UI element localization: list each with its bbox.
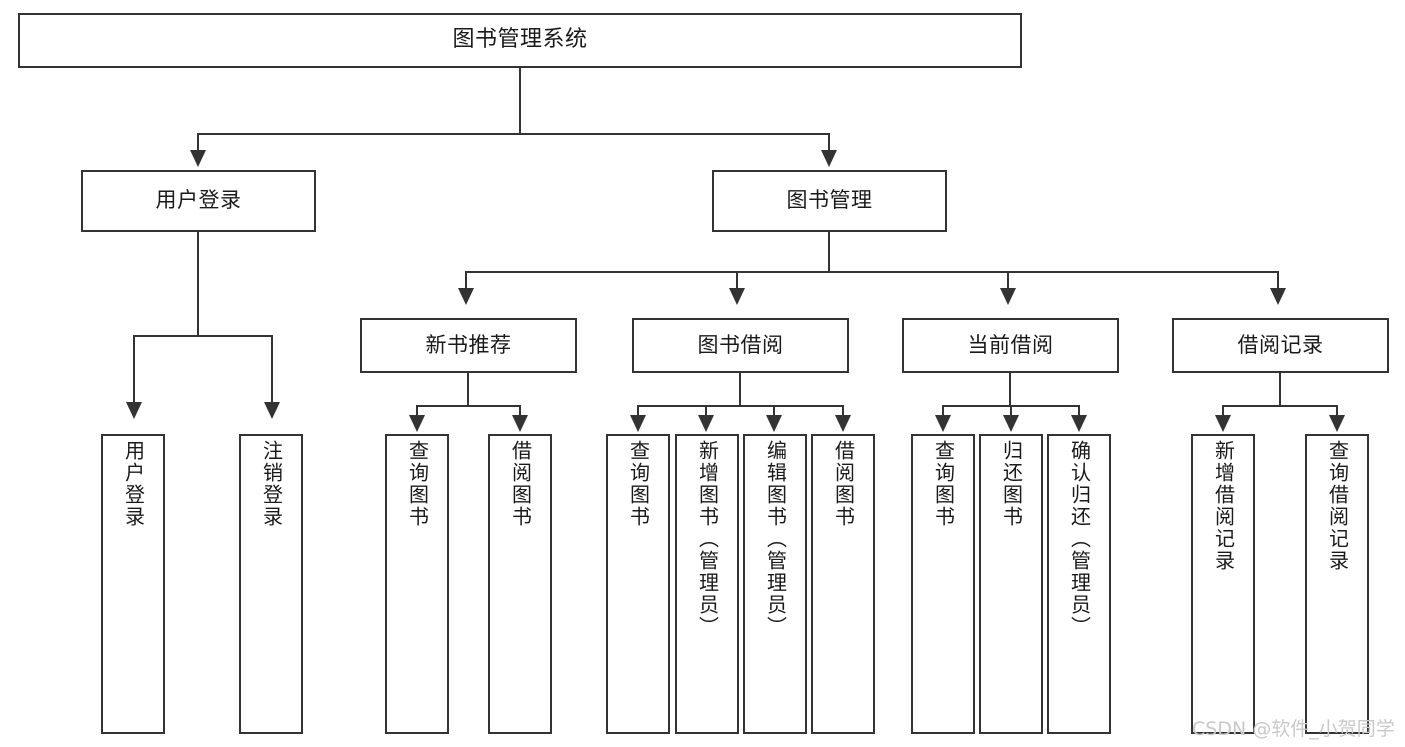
node-label: 图书借阅 [697,332,784,357]
connector-new-book-drop-1 [416,405,418,417]
arrow-to-new-book-recommend [458,288,474,305]
node-current-borrow[interactable]: 当前借阅 [902,318,1119,373]
arrow-to-book-borrow [729,288,745,305]
arrow-to-book-management [821,150,837,167]
node-label: 借阅记录 [1237,332,1324,357]
connector-book-borrow-stem [739,373,741,406]
node-label: 新增借阅记录 [1211,440,1236,572]
node-leaf-query-book-current[interactable]: 查询图书 [911,434,975,734]
arrow-to-leaf-return-book [1003,415,1019,432]
node-user-login[interactable]: 用户登录 [81,170,316,232]
arrow-to-leaf-confirm-return [1071,415,1087,432]
node-label: 确认归还（管理员） [1067,440,1092,638]
connector-tier3-drop-3 [1007,271,1009,289]
node-leaf-edit-book[interactable]: 编辑图书（管理员） [743,434,807,734]
connector-current-borrow-stem [1009,373,1011,406]
connector-tier3-bus [465,271,1279,273]
connector-tier2-drop-2 [828,133,830,151]
connector-tier3-drop-1 [465,271,467,289]
node-label: 图书管理 [786,188,873,213]
node-leaf-add-book[interactable]: 新增图书（管理员） [675,434,739,734]
node-label: 查询图书 [626,440,651,528]
watermark-text: CSDN @软件_小贺同学 [1192,718,1395,740]
arrow-to-borrow-record [1270,288,1286,305]
node-label: 图书管理系统 [452,27,588,53]
arrow-to-leaf-query-book-recommend [409,415,425,432]
node-label: 新书推荐 [425,332,512,357]
node-new-book-recommend[interactable]: 新书推荐 [360,318,577,373]
connector-book-borrow-drop-1 [637,405,639,417]
connector-current-borrow-drop-3 [1078,405,1080,417]
node-root-system[interactable]: 图书管理系统 [18,13,1022,68]
node-borrow-record[interactable]: 借阅记录 [1172,318,1389,373]
node-leaf-user-login[interactable]: 用户登录 [101,434,165,734]
arrow-to-leaf-add-borrow-record [1215,415,1231,432]
connector-new-book-drop-2 [519,405,521,417]
arrow-to-leaf-query-borrow-record [1329,415,1345,432]
node-label: 编辑图书（管理员） [763,440,788,638]
connector-user-login-drop-1 [133,335,135,403]
node-leaf-return-book[interactable]: 归还图书 [979,434,1043,734]
connector-new-book-stem [467,373,469,406]
connector-tier3-drop-2 [736,271,738,289]
arrow-to-leaf-query-book-borrow [630,415,646,432]
arrow-to-leaf-user-login [126,402,142,419]
node-leaf-query-borrow-record[interactable]: 查询借阅记录 [1305,434,1369,734]
node-book-borrow[interactable]: 图书借阅 [632,318,849,373]
connector-tier2-bus [197,133,830,135]
connector-borrow-record-stem [1279,373,1281,406]
connector-borrow-record-bus [1222,405,1338,407]
node-leaf-borrow-book[interactable]: 借阅图书 [811,434,875,734]
node-leaf-borrow-book-recommend[interactable]: 借阅图书 [488,434,552,734]
arrow-to-leaf-query-book-current [935,415,951,432]
node-book-management[interactable]: 图书管理 [712,170,947,232]
connector-book-borrow-drop-4 [842,405,844,417]
node-leaf-query-book-recommend[interactable]: 查询图书 [385,434,449,734]
node-label: 借阅图书 [508,440,533,528]
connector-book-borrow-drop-3 [773,405,775,417]
connector-book-borrow-bus [637,405,844,407]
connector-root-stem [519,68,521,134]
connector-borrow-record-drop-2 [1336,405,1338,417]
connector-book-borrow-drop-2 [705,405,707,417]
node-label: 用户登录 [155,188,242,213]
node-label: 用户登录 [121,440,146,528]
node-label: 查询图书 [931,440,956,528]
connector-user-login-drop-2 [271,335,273,403]
connector-user-login-stem [197,232,199,336]
node-label: 归还图书 [999,440,1024,528]
arrow-to-leaf-logout [264,402,280,419]
connector-book-management-stem [828,232,830,273]
arrow-to-current-borrow [1000,288,1016,305]
node-leaf-add-borrow-record[interactable]: 新增借阅记录 [1191,434,1255,734]
node-label: 查询图书 [405,440,430,528]
connector-current-borrow-drop-2 [1010,405,1012,417]
node-label: 新增图书（管理员） [695,440,720,638]
arrow-to-leaf-edit-book [766,415,782,432]
arrow-to-leaf-borrow-book [835,415,851,432]
arrow-to-user-login [190,150,206,167]
connector-new-book-bus [416,405,521,407]
node-label: 借阅图书 [831,440,856,528]
node-leaf-logout[interactable]: 注销登录 [239,434,303,734]
connector-tier2-drop-1 [197,133,199,151]
node-leaf-query-book-borrow[interactable]: 查询图书 [606,434,670,734]
connector-user-login-bus [133,335,273,337]
connector-current-borrow-drop-1 [942,405,944,417]
node-label: 注销登录 [259,440,284,528]
node-label: 当前借阅 [967,332,1054,357]
node-leaf-confirm-return[interactable]: 确认归还（管理员） [1047,434,1111,734]
connector-tier3-drop-4 [1277,271,1279,289]
arrow-to-leaf-borrow-book-recommend [512,415,528,432]
connector-borrow-record-drop-1 [1222,405,1224,417]
arrow-to-leaf-add-book [698,415,714,432]
node-label: 查询借阅记录 [1325,440,1350,572]
